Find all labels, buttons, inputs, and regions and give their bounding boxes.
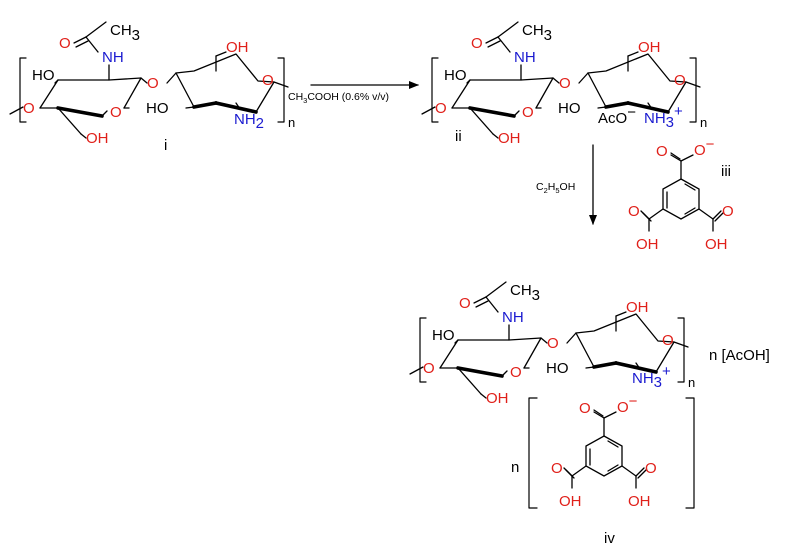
svg-text:OH: OH	[226, 39, 249, 56]
svg-text:O: O	[59, 35, 71, 52]
svg-text:O: O	[435, 100, 447, 117]
svg-text:OH: OH	[86, 130, 109, 147]
svg-text:n: n	[688, 375, 695, 390]
svg-text:O: O	[551, 460, 563, 477]
svg-text:OH: OH	[626, 299, 649, 316]
svg-text:O: O	[262, 72, 274, 89]
svg-text:O: O	[110, 104, 122, 121]
svg-text:O: O	[510, 364, 522, 381]
trimesate-in-complex: O O− O O OH OH	[551, 393, 657, 510]
svg-text:NH: NH	[514, 49, 536, 66]
svg-text:NH: NH	[102, 49, 124, 66]
svg-text:OH: OH	[636, 236, 659, 253]
svg-text:O: O	[547, 335, 559, 352]
svg-text:AcO−: AcO−	[598, 104, 636, 127]
svg-text:OH: OH	[628, 493, 651, 510]
svg-text:OH: OH	[638, 39, 661, 56]
trimesic-acid-iii: O O− O O OH OH	[628, 136, 734, 253]
svg-text:O: O	[559, 75, 571, 92]
svg-text:n: n	[700, 115, 707, 130]
svg-text:CH3: CH3	[110, 22, 140, 44]
reagent-acetic-acid: CH3COOH (0.6% v/v)	[288, 91, 389, 105]
svg-text:O−: O−	[617, 393, 638, 416]
svg-text:HO: HO	[432, 327, 455, 344]
svg-text:OH: OH	[498, 130, 521, 147]
svg-text:HO: HO	[444, 67, 467, 84]
svg-text:O: O	[656, 143, 668, 160]
svg-text:O: O	[579, 400, 591, 417]
label-ii: ii	[455, 128, 462, 145]
solvent-ethanol: C2H5OH	[536, 181, 575, 195]
svg-text:HO: HO	[146, 100, 169, 117]
svg-text:O−: O−	[694, 136, 715, 159]
svg-text:O: O	[522, 104, 534, 121]
svg-text:HO: HO	[558, 100, 581, 117]
svg-text:O: O	[147, 75, 159, 92]
svg-text:HO: HO	[32, 67, 55, 84]
svg-text:O: O	[645, 460, 657, 477]
label-iv: iv	[604, 530, 615, 547]
right-bracket	[685, 397, 695, 509]
svg-text:O: O	[423, 360, 435, 377]
chitosan-acetate-ii: CH3 O NH HO O O OH O OH O HO AcO− NH3+ n	[420, 20, 707, 147]
svg-text:O: O	[722, 203, 734, 220]
chitosan-trimesate-complex-iv: CH3 O NH HO O O OH O OH O HO NH3+ n	[408, 280, 695, 407]
left-bracket	[528, 397, 538, 509]
svg-text:CH3: CH3	[510, 282, 540, 304]
svg-text:n: n	[288, 115, 295, 130]
svg-text:NH: NH	[502, 309, 524, 326]
chitosan-i: CH3 O NH HO O O OH O OH O HO NH2 n	[8, 20, 295, 147]
svg-text:NH3+: NH3+	[644, 103, 683, 131]
label-iii: iii	[721, 163, 731, 180]
svg-text:O: O	[471, 35, 483, 52]
svg-text:O: O	[674, 72, 686, 89]
svg-text:HO: HO	[546, 360, 569, 377]
svg-text:NH3+: NH3+	[632, 363, 671, 391]
svg-text:O: O	[628, 203, 640, 220]
multiplier-n: n	[511, 459, 519, 476]
svg-text:O: O	[459, 295, 471, 312]
svg-text:OH: OH	[705, 236, 728, 253]
svg-text:OH: OH	[486, 390, 509, 407]
label-i: i	[164, 137, 167, 154]
svg-text:NH2: NH2	[234, 111, 264, 132]
svg-text:OH: OH	[559, 493, 582, 510]
svg-text:O: O	[662, 332, 674, 349]
svg-text:CH3: CH3	[522, 22, 552, 44]
acetic-acid-count: n [AcOH]	[709, 347, 770, 364]
svg-text:O: O	[23, 100, 35, 117]
